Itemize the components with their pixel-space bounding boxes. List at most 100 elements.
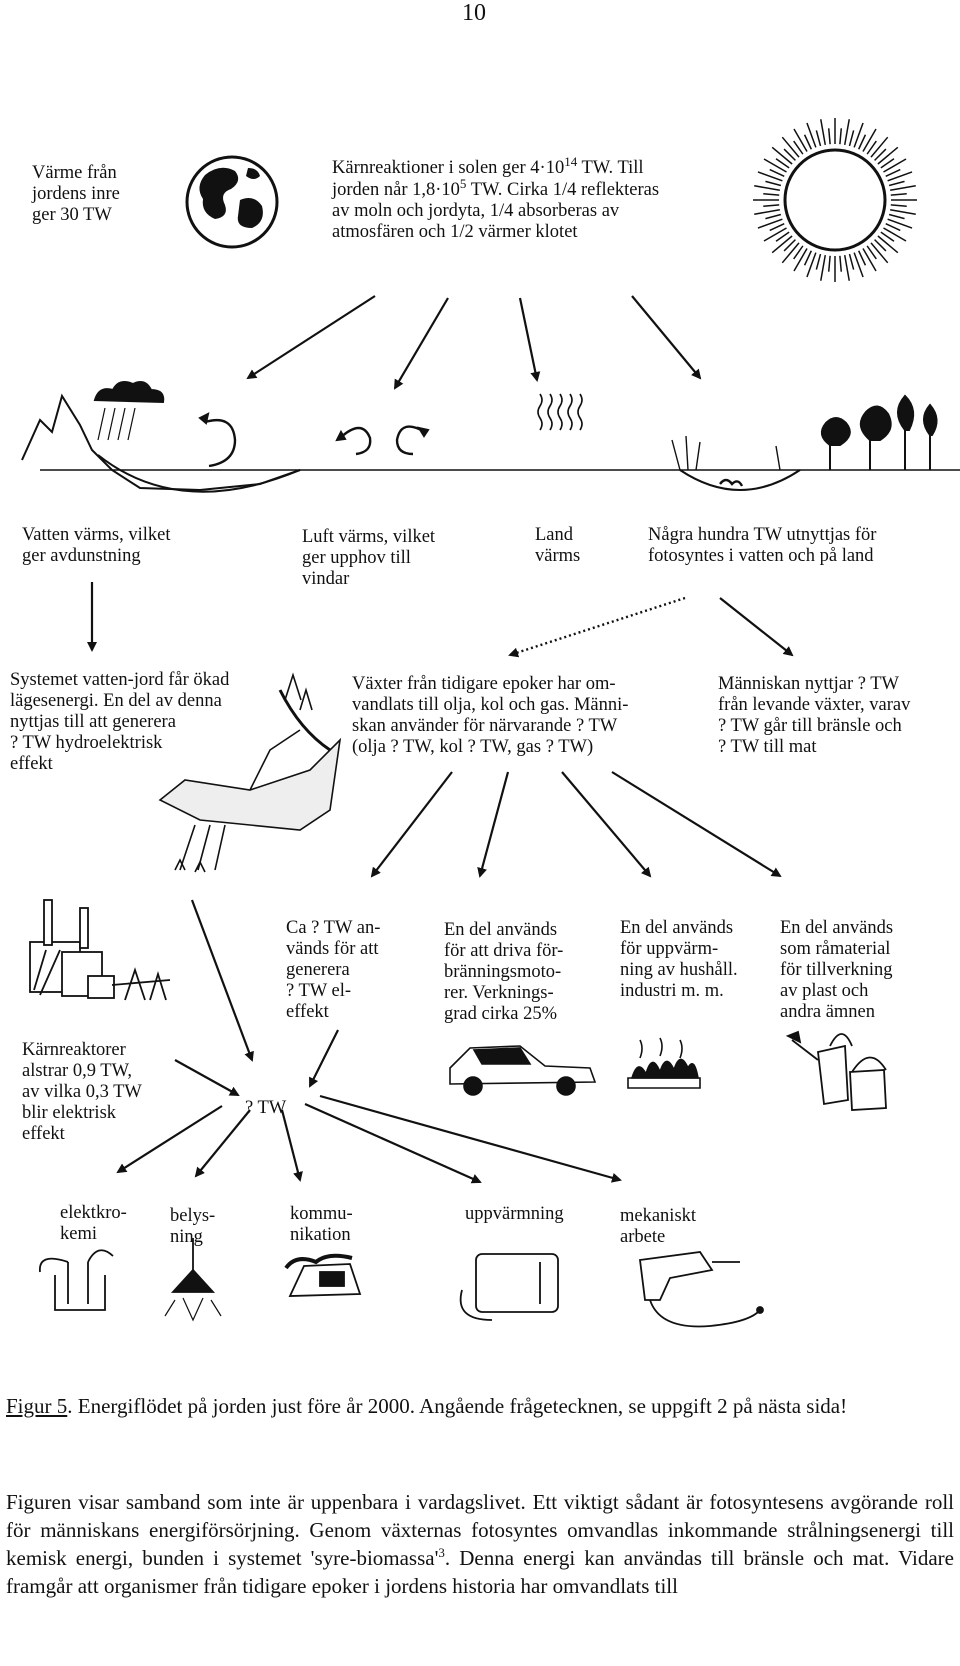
sun-reflect-label: av moln och jordyta, 1/4 absorberas av a… [332, 201, 620, 242]
nuclear-label: Kärnreaktorer alstrar 0,9 TW, av vilka 0… [22, 1040, 142, 1144]
telephone-icon [284, 1253, 362, 1297]
sun-ray [820, 119, 827, 145]
sun-ray [870, 136, 889, 158]
sun-ray [771, 235, 793, 254]
sun-icon [753, 118, 917, 282]
land-heated-label: Land värms [535, 525, 581, 566]
sun-ray [793, 140, 804, 155]
sun-ray [769, 168, 785, 178]
sun-ray [757, 218, 783, 229]
sun-ray [763, 204, 780, 208]
photosynthesis-label: Några hundra TW utnyttjas för fotosyntes… [648, 525, 877, 566]
combustion-label: En del används för att driva för- bränni… [444, 920, 564, 1024]
sun-ray [781, 242, 800, 264]
sun-ray [874, 239, 887, 252]
lamp-icon [164, 1238, 222, 1322]
sun-ray [765, 213, 782, 220]
sun-ray [793, 248, 808, 272]
total-tw-label: ? TW [245, 1098, 287, 1118]
sun-ray [763, 158, 787, 173]
sun-ray [887, 218, 913, 229]
sun-ray [890, 208, 916, 215]
sun-ray [866, 140, 877, 155]
sun-ray [883, 227, 907, 242]
sun-ray [806, 252, 817, 278]
sun-ray [843, 255, 850, 281]
earth-globe-icon [185, 155, 279, 249]
power-drill-icon [638, 1251, 764, 1328]
communication-label: kommu- nikation [290, 1204, 353, 1245]
sun-ray [883, 158, 907, 173]
earth-heat-label: Värme från jordens inre ger 30 TW [32, 163, 120, 225]
sun-ray [862, 248, 877, 272]
sun-ray [781, 136, 800, 158]
sun-ray [890, 204, 907, 208]
sun-reactions-label: Kärnreaktioner i solen ger 4·1014 TW. Ti… [332, 153, 644, 178]
air-heated-label: Luft värms, vilket ger upphov till vinda… [302, 527, 436, 589]
sun-reaches-label: jorden når 1,8·105 TW. Cirka 1/4 reflekt… [332, 175, 660, 200]
sun-ray [815, 130, 822, 147]
sun-ray [754, 185, 780, 192]
sun-ray [862, 128, 877, 152]
sun-ray [763, 227, 787, 242]
sun-ray [763, 192, 780, 196]
sun-ray [887, 171, 913, 182]
sun-ray [775, 231, 790, 242]
fossil-fuel-label: Växter från tidigare epoker har om- vand… [352, 674, 629, 757]
body-paragraph: Figuren visar samband som inte är uppenb… [6, 1490, 954, 1598]
human-uses-label: Människan nyttjar ? TW från levande växt… [718, 674, 911, 757]
electric-generation-label: Ca ? TW an- vänds för att generera ? TW … [286, 918, 381, 1022]
sun-ray [843, 119, 850, 145]
sun-ray [857, 134, 867, 150]
hydro-label: Systemet vatten-jord får ökad lägesenerg… [10, 670, 230, 774]
sun-ray [783, 148, 796, 161]
sun-ray [815, 253, 822, 270]
sun-ray [888, 213, 905, 220]
energy-flow-diagram [21, 118, 960, 1328]
sun-ray [888, 180, 905, 187]
watering-can-icon [785, 1030, 887, 1111]
mechanical-work-label: mekaniskt arbete [620, 1206, 697, 1247]
nuclear-plant-illustration [29, 899, 171, 1001]
sun-ray [806, 122, 817, 148]
household-heating-label: En del används för uppvärm- ning av hush… [620, 918, 738, 1001]
sun-ray [874, 148, 887, 161]
fire-heating-icon [627, 1037, 701, 1089]
sun-ray [765, 180, 782, 187]
sun-ray [857, 250, 867, 266]
figure-caption: Figur 5. Energiflödet på jorden just för… [6, 1394, 848, 1418]
lighting-label: belys- ning [170, 1206, 216, 1247]
sun-ray [775, 158, 790, 169]
electric-heater-icon [459, 1253, 559, 1321]
sun-ray [803, 134, 813, 150]
sun-ray [803, 250, 813, 266]
page-number: 10 [462, 0, 486, 26]
heating-label: uppvärmning [465, 1204, 564, 1224]
sun-ray [880, 158, 895, 169]
sun-ray [870, 242, 889, 264]
sun-ray [827, 128, 831, 145]
footnote-mark: 3 [438, 1545, 445, 1560]
sun-ray [783, 239, 796, 252]
figure-label: Figur 5 [6, 1394, 68, 1418]
sun-ray [839, 255, 843, 272]
sun-ray [885, 222, 901, 232]
landscape-illustration [21, 381, 960, 493]
sun-ray [820, 255, 827, 281]
sun-ray [793, 245, 804, 260]
sun-ray [757, 171, 783, 182]
sun-ray [853, 252, 864, 278]
water-heated-label: Vatten värms, vilket ger avdunstning [22, 525, 171, 566]
car-icon [449, 1045, 597, 1096]
sun-ray [771, 146, 793, 165]
sun-ray [866, 245, 877, 260]
sun-ray [890, 192, 907, 196]
electrochemistry-icon [39, 1249, 114, 1311]
sun-ray [827, 255, 831, 272]
sun-ray [848, 253, 855, 270]
sun-ray [754, 208, 780, 215]
electrochemistry-label: elektkro- kemi [60, 1203, 127, 1244]
hydro-dam-illustration [158, 672, 342, 873]
sun-ray [848, 130, 855, 147]
sun-ray [877, 235, 899, 254]
